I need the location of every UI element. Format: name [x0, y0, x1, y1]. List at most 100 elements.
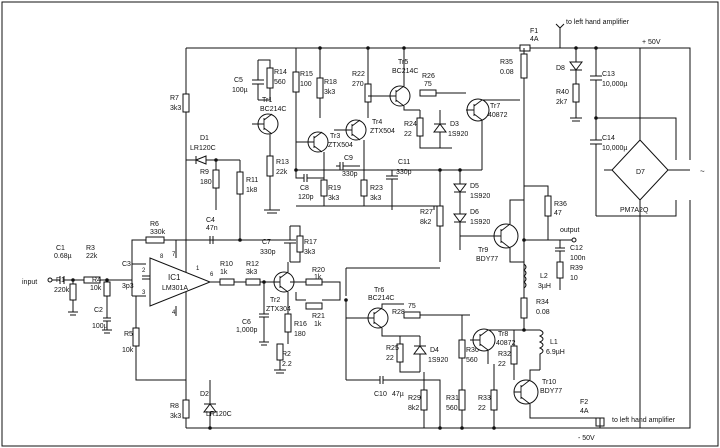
tr6-ref: Tr6 [374, 287, 384, 294]
r14-symbol [266, 67, 274, 89]
ic1-ref: IC1 [168, 273, 181, 282]
tr1-ref: Tr1 [262, 97, 272, 104]
r18-value: 3k3 [324, 89, 335, 96]
d4-ref: D4 [430, 347, 439, 354]
r17-wire [290, 225, 301, 263]
r26-wire [403, 48, 466, 111]
r6-ref: R6 [150, 221, 159, 228]
c1-value: 0.68µ [54, 253, 72, 260]
r15-ref: R15 [300, 71, 313, 78]
r5-value: 10k [122, 347, 134, 354]
c2-value: 100µ [92, 323, 108, 330]
r6-wire-left [131, 239, 146, 264]
r9-symbol [212, 169, 220, 189]
arrow-up [555, 23, 565, 29]
r32-value: 22 [498, 361, 506, 368]
r35-value: 0.08 [500, 69, 514, 76]
r34-value: 0.08 [536, 309, 550, 316]
r10-ref: R10 [220, 261, 233, 268]
d6-part: 1S920 [470, 219, 490, 226]
r20-ref: R20 [312, 267, 325, 274]
d2-wire [204, 380, 216, 428]
r23-symbol [360, 179, 368, 197]
r3-value: 22k [86, 253, 98, 260]
r17-value: 3k3 [304, 249, 315, 256]
d3-symbol [433, 123, 447, 133]
supply-outer-wire [670, 47, 691, 429]
r22-symbol [364, 83, 372, 103]
c6-ref: C6 [242, 319, 251, 326]
r2-ref: R2 [282, 351, 291, 358]
r9-value: 180 [200, 179, 212, 186]
tr1-part: BC214C [260, 106, 286, 113]
r24-wire [419, 110, 452, 149]
c3-value: 3p3 [122, 283, 134, 290]
r36-ref: R36 [554, 201, 567, 208]
r2-value: 2.2 [282, 361, 292, 368]
tr7-leads [466, 99, 483, 121]
tr8-ref: Tr8 [498, 331, 508, 338]
fuse-f1-symbol [519, 44, 531, 52]
tr9-ref: Tr9 [478, 247, 488, 254]
c5-value: 100µ [232, 87, 248, 94]
c12-ref: C12 [570, 245, 583, 252]
r25-wire [381, 328, 420, 373]
c7-value: 330p [260, 249, 276, 256]
minus-rail-label: - 50V [578, 435, 595, 442]
r26-ref: R26 [422, 73, 435, 80]
r21-symbol [305, 302, 323, 310]
r1-symbol [69, 283, 77, 301]
r29-value: 8k2 [408, 405, 419, 412]
fuse-f2-ref: F2 [580, 399, 588, 406]
c4-symbol [209, 236, 214, 244]
ground-r1 [68, 311, 78, 316]
c5-symbol [252, 60, 264, 100]
d1-ref: D1 [200, 135, 209, 142]
r17-symbol [296, 235, 304, 253]
ic1-pin-2: 2 [142, 268, 146, 274]
r26-symbol [419, 89, 437, 97]
d7-bridge-wire [604, 48, 690, 428]
tr7-ref: Tr7 [490, 103, 500, 110]
ic1-pin-7: 7 [172, 252, 176, 258]
c3-ref: C3 [122, 261, 131, 268]
r16-ref: R16 [294, 321, 307, 328]
plus-rail-label: + 50V [642, 39, 661, 46]
tr4-part: ZTX504 [370, 128, 395, 135]
c3-wire [131, 263, 146, 297]
fuse-f1-value: 4A [530, 36, 539, 43]
c14-symbol [590, 118, 602, 216]
tr9-leads [460, 223, 511, 249]
r34-symbol [520, 297, 528, 319]
r6-value: 330k [150, 229, 166, 236]
r36-wire [524, 185, 549, 240]
r24-value: 22 [404, 131, 412, 138]
tr4-ref: Tr4 [372, 119, 382, 126]
r31-value: 560 [446, 405, 458, 412]
l2-symbol [523, 263, 527, 289]
r18-symbol [316, 77, 324, 99]
r40-value: 2k7 [556, 99, 567, 106]
c13-ref: C13 [602, 71, 615, 78]
to-left-top-label: to left hand amplifier [566, 19, 630, 26]
l2-ref: L2 [540, 273, 548, 280]
lower-drive-wire [345, 267, 440, 296]
ac-input-label: ~ [700, 167, 705, 176]
r33-symbol [490, 389, 498, 411]
ic1-pin-8: 8 [160, 254, 164, 260]
r30-value: 560 [466, 357, 478, 364]
r30-ref: R30 [466, 347, 479, 354]
ic1-pin-4: 4 [172, 310, 176, 316]
r13-ref: R13 [276, 159, 289, 166]
r3-ref: R3 [86, 245, 95, 252]
r14-value: 560 [274, 79, 286, 86]
tr10-part: BDY77 [540, 388, 562, 395]
r15-value: 100 [300, 81, 312, 88]
r39-symbol [556, 261, 564, 279]
r28-value: 75 [408, 303, 416, 310]
c9-value: 330p [342, 171, 358, 178]
c14-ref: C14 [602, 135, 615, 142]
tr8-part: 40872 [496, 340, 516, 347]
tr9-wire [509, 199, 524, 263]
